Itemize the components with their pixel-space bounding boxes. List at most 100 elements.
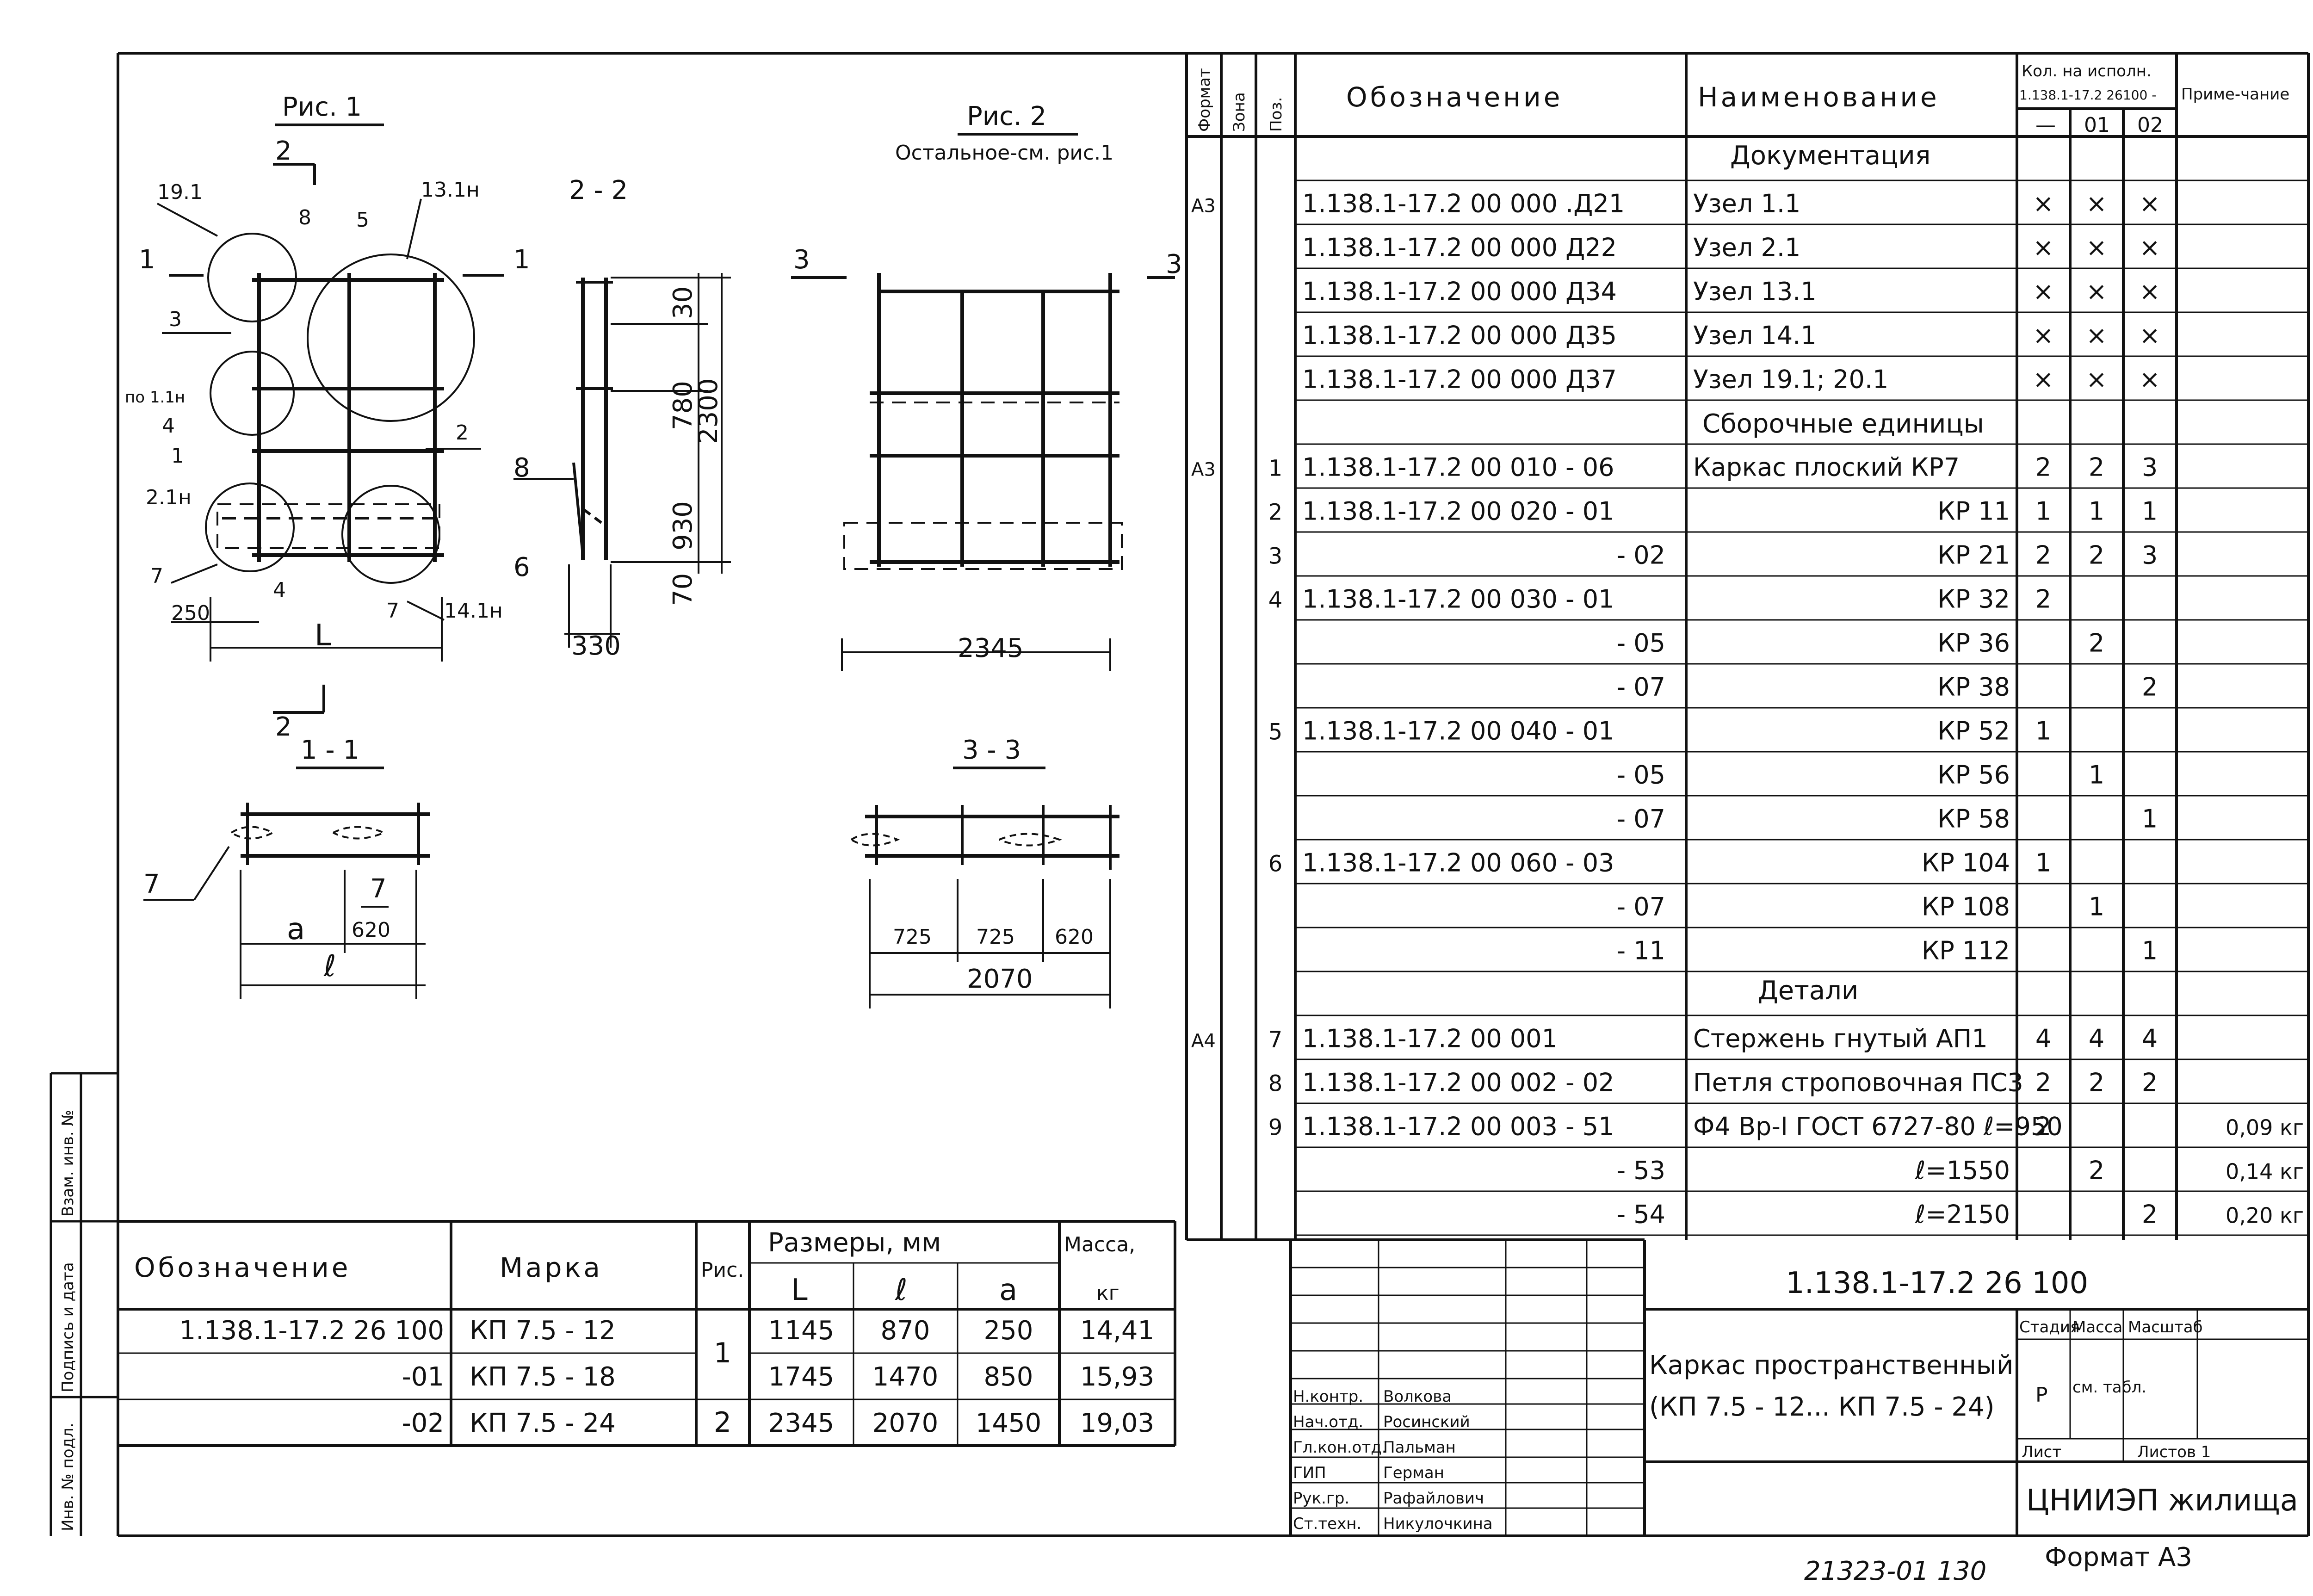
side-stamp: Инв. № подл. Подпись и дата Взам. инв. № [49,1072,118,1536]
sec22-callout-8: 8 [513,453,530,483]
marks-row-mass: 15,93 [1080,1362,1154,1392]
footer-inventory: 21323-01 130 [1804,1556,1986,1586]
spec-row-note: 0,14 кг [2226,1159,2304,1184]
spec-row-name: КР 36 [1937,628,2010,657]
spec-row-qty-2: 1 [2089,496,2104,526]
spec-row-name: ℓ=2150 [1915,1200,2010,1229]
fig1-callout-19-1: 19.1 [157,180,203,204]
title-scale-label: Масштаб [2128,1318,2203,1336]
spec-row-designation: 1.138.1-17.2 00 000 Д34 [1302,277,1617,306]
title-role: Нач.отд. [1293,1413,1363,1431]
spec-row-name: КР 108 [1922,892,2010,921]
fig1-callout-4b: 4 [273,578,286,602]
spec-row-qty-1: × [2033,365,2053,394]
sec22-dim-30: 30 [668,286,698,319]
spec-hdr-qty: Кол. на исполн. [2022,62,2152,80]
marks-hdr-L: L [791,1273,808,1307]
spec-row-qty-2: × [2086,365,2107,394]
spec-row-designation: 1.138.1-17.2 00 000 Д22 [1302,233,1617,262]
fig2-dim-2345: 2345 [958,633,1024,663]
fig1-callout-5: 5 [356,208,369,232]
spec-row-qty-3: × [2139,233,2160,262]
fig2-note: Остальное-см. рис.1 [895,141,1113,165]
spec-hdr-name: Наименование [1698,81,1940,113]
fig1-callout-8: 8 [298,206,311,229]
spec-row-name: КР 11 [1937,496,2010,526]
spec-row-qty-1: × [2033,189,2053,218]
title-block: 1.138.1-17.2 26 100 Каркас пространствен… [1289,1238,2308,1536]
spec-row-name: КР 21 [1937,540,2010,569]
marks-row-mass: 19,03 [1080,1408,1154,1438]
marks-row-designation: -02 [402,1408,444,1438]
title-person: Волкова [1383,1387,1452,1406]
marks-row-L: 2345 [768,1408,835,1438]
spec-row-qty-2: 4 [2089,1024,2104,1053]
fig1-callout-3: 3 [169,308,182,331]
marks-hdr-fig: Рис. [701,1258,744,1282]
marks-row-L: 1145 [768,1316,835,1346]
title-role: Н.контр. [1293,1387,1363,1406]
spec-row-name: Узел 1.1 [1693,189,1800,218]
marks-table: Обозначение Марка Рис. Размеры, мм L ℓ a… [118,1220,1176,1447]
marks-row-a: 1450 [976,1408,1042,1438]
spec-row-qty-3: 1 [2142,496,2158,526]
spec-row-qty-1: 4 [2035,1024,2051,1053]
spec-row-name: Узел 2.1 [1693,233,1800,262]
title-role: Ст.техн. [1293,1515,1361,1533]
figure-1: Рис. 1 19.1 [125,92,530,742]
sec33-dim-725a: 725 [893,925,932,949]
spec-row-format: А4 [1191,1030,1216,1052]
spec-row-pos: 4 [1268,587,1283,613]
spec-row-qty-3: × [2139,365,2160,394]
spec-row-qty-3: 1 [2142,936,2158,965]
spec-row-pos: 3 [1268,543,1283,569]
fig1-sec-2-bottom: 2 [275,712,292,742]
section-3-3: 3 - 3 725 725 620 2070 [850,735,1119,1008]
sec33-dim-2070: 2070 [967,964,1033,994]
fig1-dim-250: 250 [171,601,210,625]
sec22-dim-2300: 2300 [693,378,724,444]
spec-row-pos: 2 [1268,499,1283,525]
spec-row-designation: 1.138.1-17.2 00 040 - 01 [1302,716,1614,745]
sec11-dim-a: a [287,912,305,946]
marks-row-mass: 14,41 [1080,1316,1154,1346]
spec-hdr-qty-doc: 1.138.1-17.2 26100 - [2019,87,2156,103]
spec-row-qty-1: 1 [2035,496,2051,526]
spec-row-pos: 8 [1268,1070,1283,1096]
title-person: Никулочкина [1383,1515,1493,1533]
sec11-title: 1 - 1 [301,735,359,765]
title-person: Герман [1383,1464,1444,1482]
title-person: Росинский [1383,1413,1470,1431]
spec-section-assemblies: Сборочные единицы [1702,409,1984,439]
spec-row-qty-2: 2 [2089,540,2104,569]
spec-row-name: КР 32 [1937,584,2010,613]
fig1-callout-1-1n: по 1.1н [125,388,185,407]
sheet-frame [117,52,2310,1537]
spec-row-qty-3: 2 [2142,1068,2158,1097]
spec-row-designation: - 54 [1617,1200,1665,1229]
spec-row-name: Стержень гнутый АП1 [1693,1024,1988,1053]
spec-row-designation: 1.138.1-17.2 00 000 .Д21 [1302,189,1625,218]
spec-row-qty-1: × [2033,277,2053,306]
marks-row-designation: -01 [402,1362,444,1392]
title-doc-number: 1.138.1-17.2 26 100 [1786,1266,2088,1300]
spec-row-name: Каркас плоский КР7 [1693,452,1960,482]
sec11-dim-620: 620 [352,918,390,942]
title-mass: см. табл. [2072,1378,2146,1397]
fig1-callout-2: 2 [456,421,469,445]
spec-row-designation: 1.138.1-17.2 00 003 - 51 [1302,1112,1614,1141]
spec-hdr-zone: Зона [1230,92,1249,132]
marks-row-l: 1470 [872,1362,939,1392]
spec-row-qty-3: 3 [2142,540,2158,569]
spec-row-name: КР 58 [1937,804,2010,833]
spec-row-name: КР 104 [1922,848,2010,877]
title-line-1: Каркас пространственный [1649,1350,2013,1380]
spec-row-designation: - 05 [1617,760,1665,789]
spec-row-qty-2: × [2086,321,2107,350]
sec11-callout-7a: 7 [143,869,160,899]
side-replaced-inv: Взам. инв. № [59,1110,77,1217]
spec-row-designation: - 07 [1617,804,1665,833]
sec33-dim-725b: 725 [976,925,1015,949]
spec-row-qty-2: × [2086,233,2107,262]
